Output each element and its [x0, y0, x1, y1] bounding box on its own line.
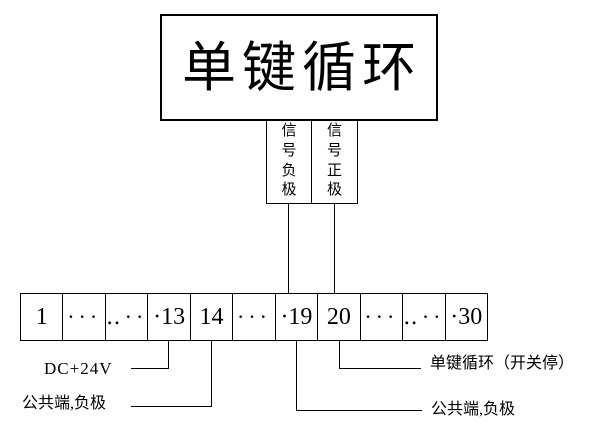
signal-negative-label: 信号负极 [281, 122, 297, 199]
wire-signal-positive [334, 204, 335, 293]
terminal-cell-13: ·13 [148, 294, 191, 340]
terminal-cell-20: 20 [318, 294, 361, 340]
terminal-cell-19: ·19 [276, 294, 319, 340]
terminal-cell-dots-e: ‥·· [403, 294, 446, 340]
wire-onekey-horizontal [339, 368, 421, 369]
controller-label: 单键循环 [182, 37, 422, 98]
annotation-common-negative-left: 公共端,负极 [22, 395, 107, 412]
terminal-cell-dots-d: ··· [361, 294, 404, 340]
terminal-cell-dots-b: ‥·· [106, 294, 149, 340]
wire-common-right-vertical [296, 341, 297, 411]
wire-common-left-horizontal [131, 406, 212, 407]
controller-box: 单键循环 [160, 14, 438, 121]
terminal-strip: 1 ··· ‥·· ·13 14 ··· ·19 20 ··· ‥·· ·30 [20, 293, 488, 341]
wire-signal-negative [288, 204, 289, 293]
terminal-cell-dots-c: ··· [233, 294, 276, 340]
annotation-common-negative-right: 公共端,负极 [431, 401, 516, 418]
wire-dc24v-horizontal [131, 368, 169, 369]
signal-positive-box: 信号正极 [311, 119, 358, 204]
signal-negative-box: 信号负极 [266, 119, 312, 204]
wire-onekey-vertical [339, 341, 340, 369]
wire-common-left-vertical [211, 341, 212, 407]
annotation-onekey-cycle: 单键循环（开关停） [430, 355, 575, 372]
terminal-cell-dots-a: ··· [63, 294, 106, 340]
annotation-dc24v: DC+24V [44, 359, 113, 378]
wire-common-right-horizontal [296, 410, 422, 411]
terminal-cell-30: ·30 [450, 303, 483, 330]
wire-dc24v-vertical [168, 341, 169, 369]
signal-positive-label: 信号正极 [326, 122, 342, 199]
terminal-cell-14: 14 [191, 294, 234, 340]
terminal-cell-1: 1 [21, 294, 64, 340]
